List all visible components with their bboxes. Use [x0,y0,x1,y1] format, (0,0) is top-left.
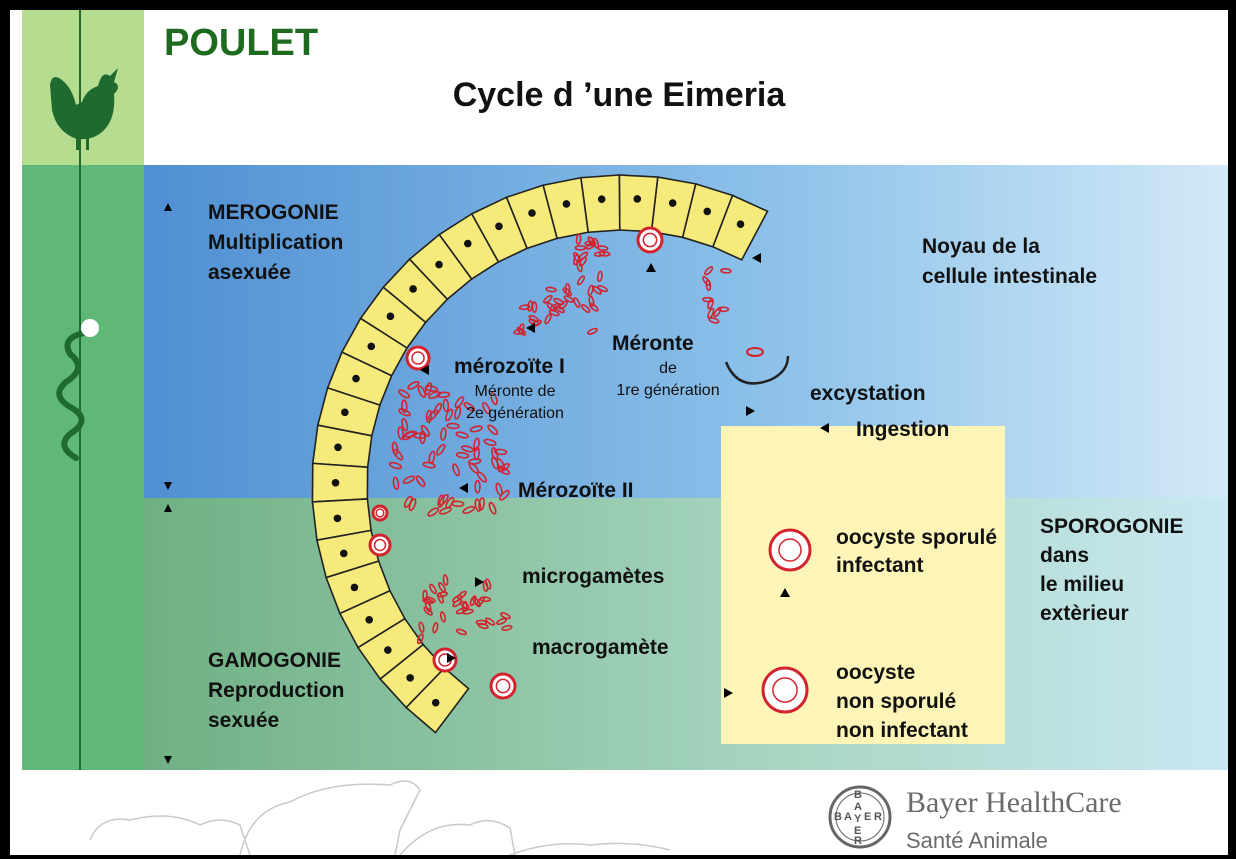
microgametes-label: microgamètes [522,565,664,589]
macrogamete-cell [434,649,456,671]
cell-nucleus [334,515,342,523]
macrogamete-cell [491,674,515,698]
intestinal-cell [312,463,367,502]
cell-nucleus [669,199,677,207]
cell-nucleus [528,209,536,217]
cell-nucleus [332,479,340,487]
ingestion-label: Ingestion [856,418,949,442]
cell-nucleus [435,261,443,269]
logo-letter: A [844,811,852,823]
logo-letter: R [854,835,862,847]
cell-nucleus [334,443,342,451]
logo-letter: R [874,811,882,823]
cell-nucleus [341,409,349,417]
cell-nucleus [367,343,375,351]
cell-nucleus [340,550,348,558]
company-division: Santé Animale [906,828,1048,854]
logo-letter: Y [854,813,861,825]
oocyste-non-sporule-label: oocyste non sporulé non infectant [836,658,968,745]
logo-letter: B [834,811,842,823]
slide: B A Y E R B A E R POULET Cycle d ’une Ei… [10,10,1228,855]
cell-nucleus [365,616,373,624]
logo-letter: A [854,801,862,813]
cell-nucleus [598,195,606,203]
merozoite-cell [373,506,387,520]
merozoite-1-label: mérozoïte I [454,355,565,379]
cell-nucleus [432,699,440,707]
cell-nucleus [384,646,392,654]
cell-nucleus [563,200,571,208]
cell-nucleus [634,195,642,203]
cell-nucleus [406,674,414,682]
meronte-2-label: Méronte de 2e génération [440,381,590,425]
logo-letter: B [854,789,862,801]
brand-title: POULET [164,22,318,65]
oocyste-sporule [770,530,810,570]
meronte-cell [638,228,662,252]
merozoite-2-label: Mérozoïte II [518,479,634,503]
macrogamete-cell [370,535,390,555]
cell-nucleus [495,222,503,230]
diagram-canvas [10,10,1228,855]
meronte-cell [407,347,429,369]
cell-nucleus [737,220,745,228]
excystation-label: excystation [810,382,926,406]
intestinal-cell [619,175,657,232]
bayer-logo-letters: B A Y E R B A E R [830,787,890,847]
cell-nucleus [387,313,395,321]
page-title: Cycle d ’une Eimeria [10,76,1228,115]
phase-sporogonie-label: SPOROGONIE dans le milieu extèrieur [1040,512,1184,628]
cell-nucleus [351,584,359,592]
oocyste-non-sporule [763,668,807,712]
macrogamete-label: macrogamète [532,636,669,660]
cell-nucleus [352,375,360,383]
cell-nucleus [703,208,711,216]
phase-merogonie-label: MEROGONIE Multiplication asexuée [208,198,343,288]
oocyste-sporule-label: oocyste sporulé infectant [836,524,997,580]
logo-letter: E [864,811,871,823]
phase-gamogonie-label: GAMOGONIE Reproduction sexuée [208,646,345,736]
cell-nucleus [409,285,417,293]
meronte-1-title: Méronte [612,332,694,356]
noyau-label: Noyau de la cellule intestinale [922,232,1097,292]
cell-nucleus [464,240,472,248]
company-name: Bayer HealthCare [906,786,1122,820]
meronte-1-label: de 1re génération [598,358,738,402]
